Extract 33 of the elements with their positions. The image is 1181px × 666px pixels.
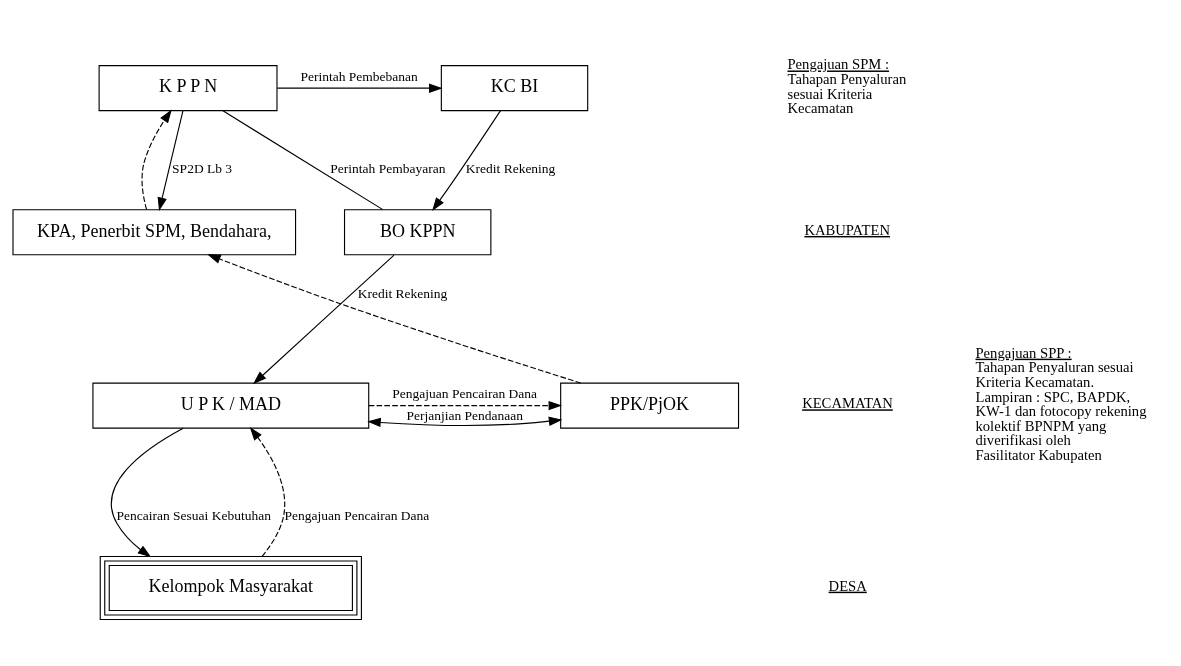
edge-label: Pengajuan Pencairan Dana: [392, 386, 538, 402]
label: KECAMATAN: [802, 395, 893, 412]
arrow: [432, 110, 502, 212]
edge-label: SP2D Lb 3: [172, 161, 233, 177]
arrow: [157, 110, 184, 212]
label: Tahapan Penyaluran sesuai Kriteria Kecamatan: [787, 71, 907, 117]
label: DESA: [828, 577, 867, 594]
edge-label: Kredit Rekening: [357, 286, 448, 302]
arrow: [368, 400, 563, 411]
arrow: [141, 109, 172, 211]
node-box: PPK/PjOK: [560, 382, 740, 429]
edge-label: Perjanjian Pendanaan: [406, 407, 523, 423]
edge-label: Perintah Pembebanan: [300, 68, 418, 84]
edge-label: Pencairan Sesuai Kebutuhan: [116, 507, 271, 523]
arrow: [367, 416, 563, 428]
node-box: Kelompok Masyarakat: [99, 555, 362, 621]
edge-label: Kredit Rekening: [465, 161, 556, 177]
label: Pengajuan SPP :: [975, 344, 1072, 361]
node-box: KPA, Penerbit SPM, Bendahara,: [12, 209, 297, 256]
label: Pengajuan SPM :: [787, 56, 890, 73]
arrow: [249, 427, 286, 557]
edge-label: Pengajuan Pencairan Dana: [284, 507, 430, 523]
node-box: BO KPPN: [343, 209, 492, 256]
edge-label: Perintah Pembayaran: [330, 161, 446, 177]
arrow: [276, 83, 443, 93]
arrow: [207, 254, 582, 384]
node-box: U P K / MAD: [92, 382, 370, 429]
node-box: K P P N: [98, 65, 278, 112]
arrow: [253, 254, 395, 385]
label: KABUPATEN: [804, 221, 890, 238]
node-box: KC BI: [440, 65, 589, 112]
connector: [222, 110, 384, 211]
arrow: [110, 427, 184, 558]
